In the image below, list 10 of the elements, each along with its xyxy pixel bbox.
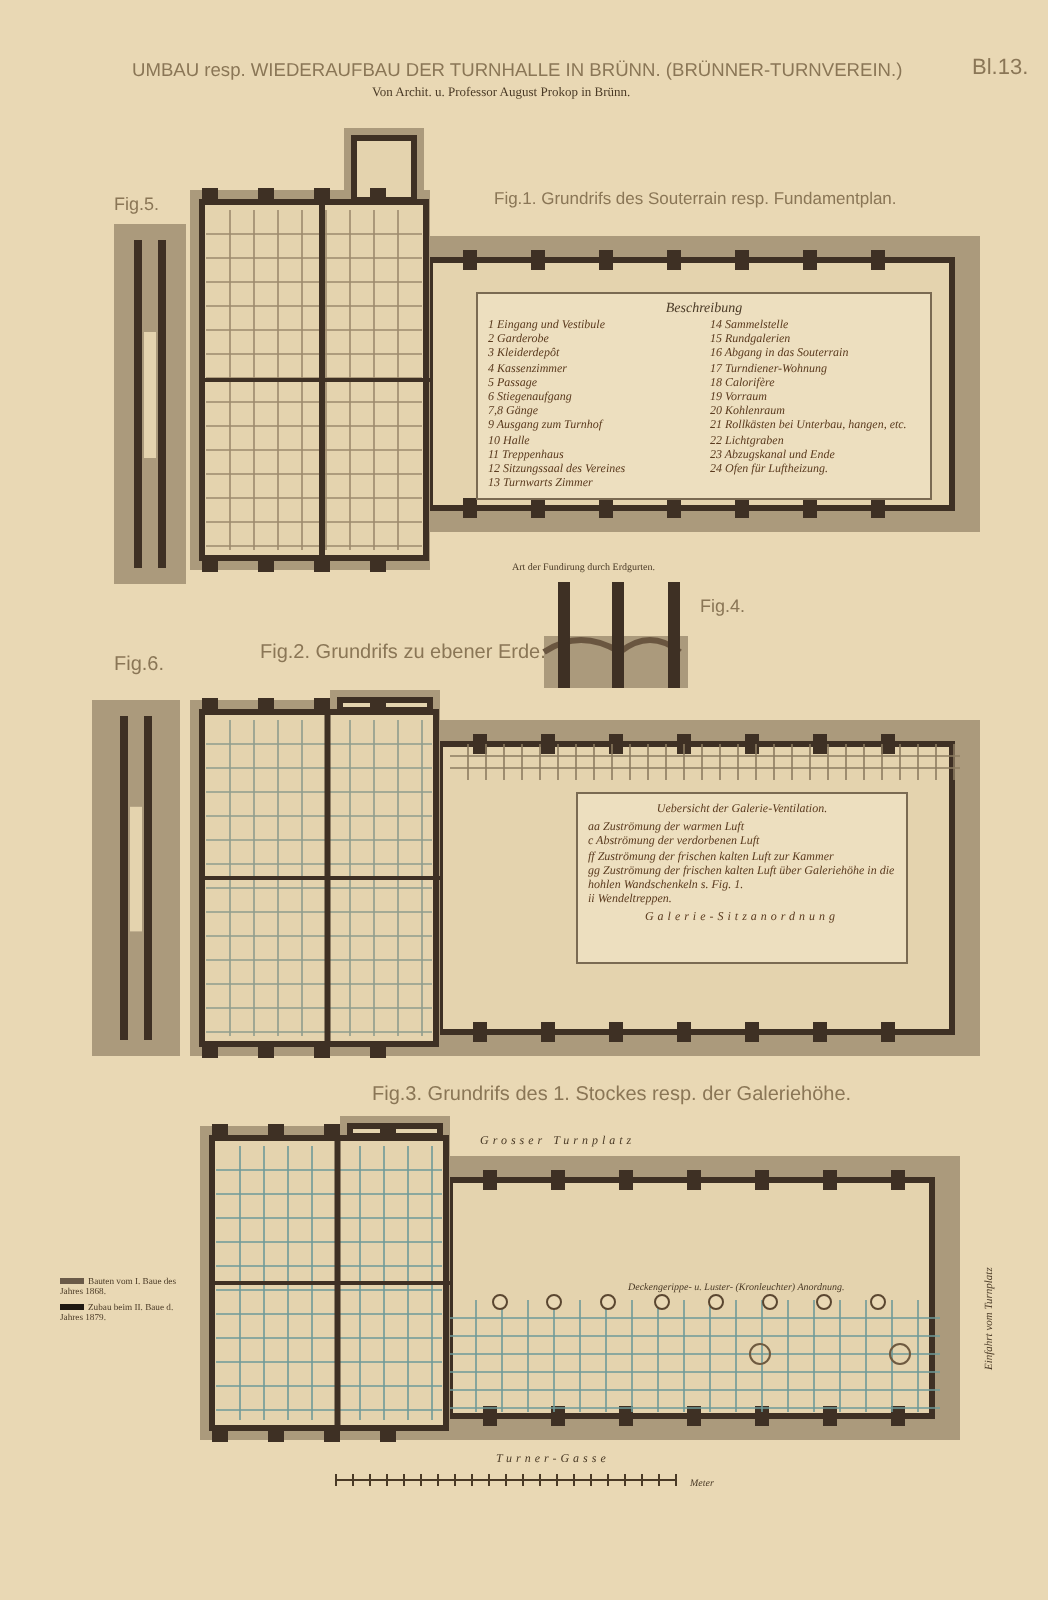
figure-title: Fig.4. <box>700 598 746 618</box>
figure-title: Fig.1. Grundrifs des Souterrain resp. Fundamentplan. <box>494 190 897 209</box>
description-panel <box>476 292 932 500</box>
ventilation-panel <box>576 792 908 964</box>
figure-title: Fig.3. Grundrifs des 1. Stockes resp. der Galeriehöhe. <box>372 1084 852 1106</box>
plate-title: UMBAU resp. WIEDERAUFBAU DER TURNHALLE IN BRÜNN. (BRÜNNER-TURNVEREIN.) <box>132 60 903 81</box>
figure-title: Fig.6. <box>114 654 165 676</box>
figure-title: Fig.2. Grundrifs zu ebener Erde. <box>260 642 546 664</box>
sheet-number: Bl.13. <box>972 56 1029 81</box>
figure-title: Fig.5. <box>114 196 160 216</box>
